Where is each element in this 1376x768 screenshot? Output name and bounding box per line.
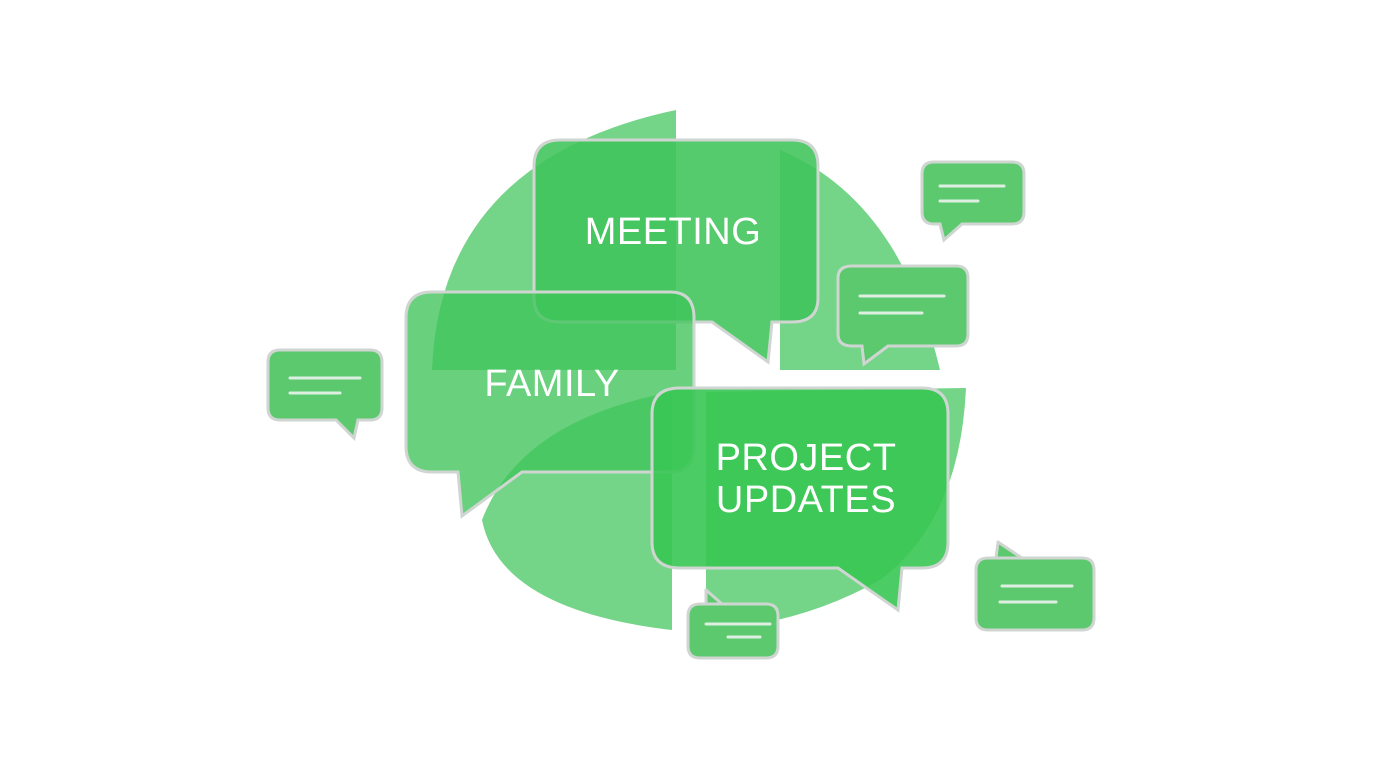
project-updates-bubble-shape	[650, 386, 950, 613]
chat-bubble-icon	[920, 160, 1026, 243]
family-label: FAMILY	[484, 363, 619, 405]
chat-bubble-icon	[974, 540, 1096, 632]
chat-bubble-icon	[686, 588, 780, 660]
family-bubble: FAMILY	[404, 290, 696, 519]
meeting-label: MEETING	[585, 211, 762, 253]
chat-bubble-icon	[836, 264, 970, 367]
project-updates-label-line1: PROJECT	[716, 437, 897, 479]
project-updates-bubble: PROJECT UPDATES	[650, 386, 950, 613]
chat-bubble-icon	[266, 348, 384, 441]
family-bubble-shape	[404, 290, 696, 519]
project-updates-label-line2: UPDATES	[716, 479, 896, 521]
